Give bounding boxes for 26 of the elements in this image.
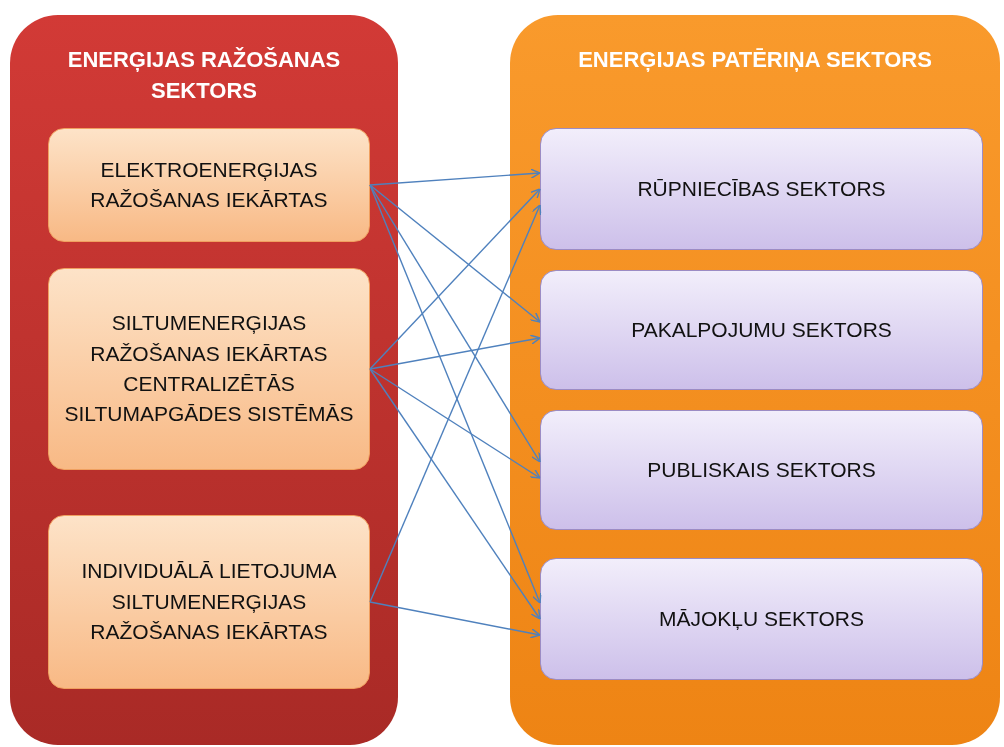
arrow	[369, 368, 541, 479]
box-label: RŪPNIECĪBAS SEKTORS	[637, 175, 886, 202]
process-box	[48, 268, 370, 470]
box-label: MĀJOKĻU SEKTORS	[659, 605, 864, 632]
arrow	[369, 368, 541, 620]
group-title: ENERĢIJAS PATĒRIŅA SEKTORS	[578, 46, 932, 74]
arrow	[369, 184, 541, 463]
arrow	[369, 184, 541, 323]
box-label: PAKALPOJUMU SEKTORS	[631, 316, 892, 343]
process-box	[540, 558, 983, 680]
box-label: SILTUMENERĢIJAS RAŽOŠANAS IEKĀRTAS CENTRALIZĒTĀS SILTUMAPGĀDES SISTĒMĀS	[63, 310, 355, 428]
box-label: INDIVIDUĀLĀ LIETOJUMA SILTUMENERĢIJAS RAŽOŠANAS IEKĀRTAS	[80, 558, 338, 646]
box-label: PUBLISKAIS SEKTORS	[647, 456, 876, 483]
group-panel	[10, 15, 398, 745]
process-box	[540, 270, 983, 390]
process-box	[540, 410, 983, 530]
arrow	[369, 168, 541, 186]
process-box	[48, 128, 370, 242]
arrow	[369, 188, 541, 370]
group-title: ENERĢIJAS RAŽOŠANAS SEKTORS	[66, 46, 342, 105]
arrow	[369, 334, 541, 370]
group-panel	[510, 15, 1000, 745]
process-box	[48, 515, 370, 689]
arrow	[369, 601, 541, 639]
process-box	[540, 128, 983, 250]
box-label: ELEKTROENERĢIJAS RAŽOŠANAS IEKĀRTAS	[89, 156, 329, 213]
